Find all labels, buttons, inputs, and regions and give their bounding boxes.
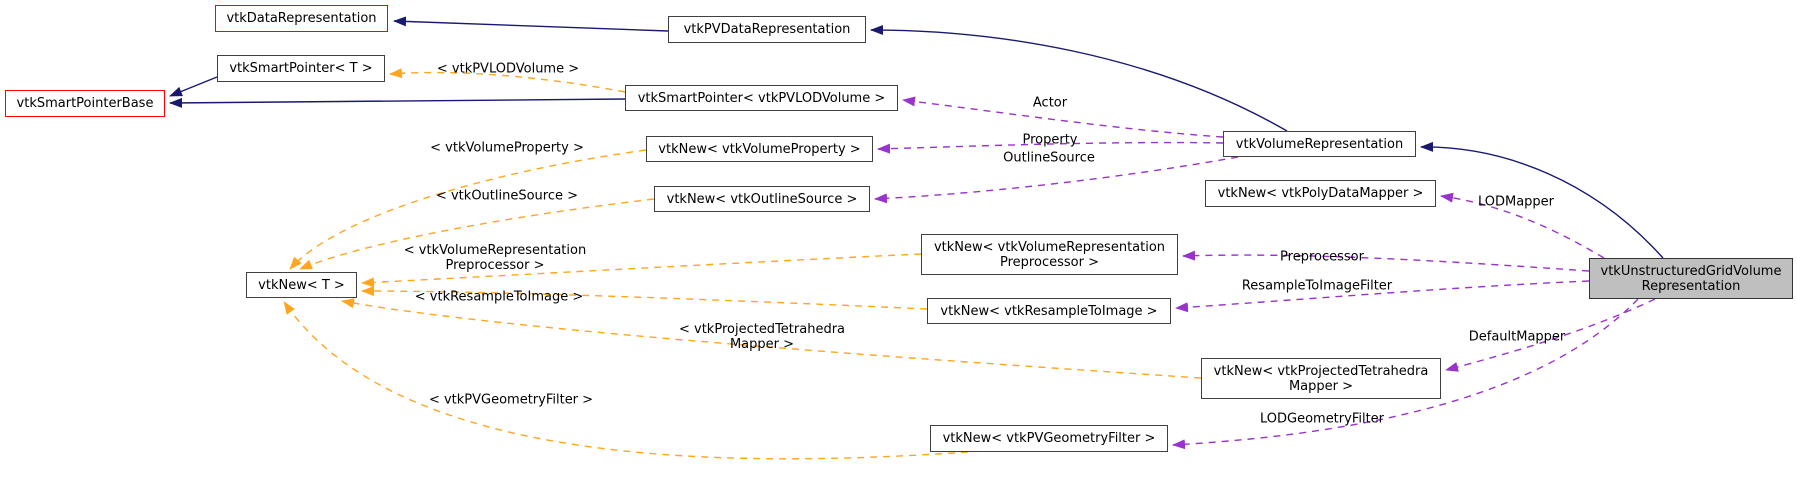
edge-label-tpl-resample: < vtkResampleToImage > <box>414 289 584 305</box>
edge-inh-volrep-to-pvdata <box>870 25 1288 132</box>
node-smart-pointer-base[interactable]: vtkSmartPointerBase <box>5 90 165 117</box>
node-new-pv-geometry-filter[interactable]: vtkNew< vtkPVGeometryFilter > <box>930 425 1168 452</box>
edge-use-property <box>877 141 1224 154</box>
edge-use-actor <box>902 96 1224 138</box>
edge-label-tpl-outline-source: < vtkOutlineSource > <box>435 188 579 204</box>
edge-use-preprocessor <box>1182 250 1590 272</box>
node-new-resample-to-image[interactable]: vtkNew< vtkResampleToImage > <box>927 298 1171 324</box>
edge-tpl-edge-proj-tetrahedra <box>341 298 1202 379</box>
edge-label-preprocessor: Preprocessor <box>1280 249 1364 265</box>
edge-tpl-edge-pv-geometry <box>283 301 969 460</box>
edge-label-tpl-pvlodvolume: < vtkPVLODVolume > <box>436 61 580 77</box>
node-smart-pointer-pvlodvolume[interactable]: vtkSmartPointer< vtkPVLODVolume > <box>625 85 898 111</box>
node-label: vtkNew< vtkOutlineSource > <box>666 191 858 207</box>
node-label: Preprocessor > <box>1000 254 1099 270</box>
node-label: vtkSmartPointer< T > <box>229 61 373 76</box>
node-smart-pointer-t[interactable]: vtkSmartPointer< T > <box>217 55 385 82</box>
edge-label-outline-source: OutlineSource <box>1003 150 1095 166</box>
node-label: vtkSmartPointer< vtkPVLODVolume > <box>637 90 886 106</box>
edge-use-lod-geometry-filter <box>1172 298 1639 450</box>
node-label: vtkNew< T > <box>258 277 345 293</box>
edge-inh-pvdata-to-data <box>393 16 669 32</box>
edge-label-lod-geometry-filter: LODGeometryFilter <box>1259 411 1385 427</box>
edge-tpl-edge-volrep-preproc <box>361 253 922 288</box>
node-label: vtkNew< vtkVolumeProperty > <box>658 141 861 157</box>
edge-use-resample-filter <box>1175 280 1590 313</box>
node-label: vtkUnstructuredGridVolume <box>1600 263 1782 279</box>
node-volume-representation[interactable]: vtkVolumeRepresentation <box>1223 131 1416 157</box>
node-label: vtkDataRepresentation <box>226 11 377 26</box>
edge-use-outline-source <box>874 156 1239 204</box>
node-label: vtkVolumeRepresentation <box>1235 136 1404 152</box>
node-pv-data-representation[interactable]: vtkPVDataRepresentation <box>668 16 866 43</box>
edge-label-tpl-pv-geometry: < vtkPVGeometryFilter > <box>428 392 594 408</box>
edge-tpl-edge-pvlodvolume <box>389 68 626 93</box>
edge-label-tpl-volume-property: < vtkVolumeProperty > <box>430 140 584 156</box>
node-label: vtkPVDataRepresentation <box>683 22 851 37</box>
node-data-representation[interactable]: vtkDataRepresentation <box>215 5 388 32</box>
edge-label-default-mapper: DefaultMapper <box>1468 329 1566 345</box>
node-label: Representation <box>1641 278 1741 294</box>
edge-use-lod-mapper <box>1440 192 1605 259</box>
edge-label-property: Property <box>1022 132 1078 148</box>
node-label: vtkNew< vtkPolyDataMapper > <box>1217 186 1424 201</box>
edge-inh-main-to-volrep <box>1420 141 1664 259</box>
edge-inh-sptr-t-to-base <box>169 76 218 97</box>
edge-tpl-edge-resample <box>361 286 928 310</box>
edge-inh-sptr-lod-to-base <box>169 97 626 108</box>
node-label: vtkNew< vtkVolumeRepresentation <box>933 239 1166 255</box>
edge-label-actor: Actor <box>1032 95 1068 111</box>
node-label: Mapper > <box>1288 378 1354 394</box>
node-new-polydata-mapper[interactable]: vtkNew< vtkPolyDataMapper > <box>1205 180 1436 207</box>
edge-tpl-edge-volume-property <box>289 149 647 270</box>
edge-tpl-edge-outline-source <box>299 198 655 270</box>
node-label: vtkNew< vtkPVGeometryFilter > <box>942 431 1156 446</box>
edge-use-default-mapper <box>1445 298 1656 372</box>
node-new-outline-source[interactable]: vtkNew< vtkOutlineSource > <box>654 186 870 212</box>
node-label: vtkSmartPointerBase <box>16 96 154 111</box>
node-label: vtkNew< vtkProjectedTetrahedra <box>1213 363 1429 379</box>
node-new-volume-property[interactable]: vtkNew< vtkVolumeProperty > <box>646 136 873 162</box>
edge-label-resample-filter: ResampleToImageFilter <box>1241 278 1393 294</box>
node-label: vtkNew< vtkResampleToImage > <box>940 303 1158 319</box>
node-new-t[interactable]: vtkNew< T > <box>246 272 357 298</box>
edge-label-lod-mapper: LODMapper <box>1477 194 1555 210</box>
